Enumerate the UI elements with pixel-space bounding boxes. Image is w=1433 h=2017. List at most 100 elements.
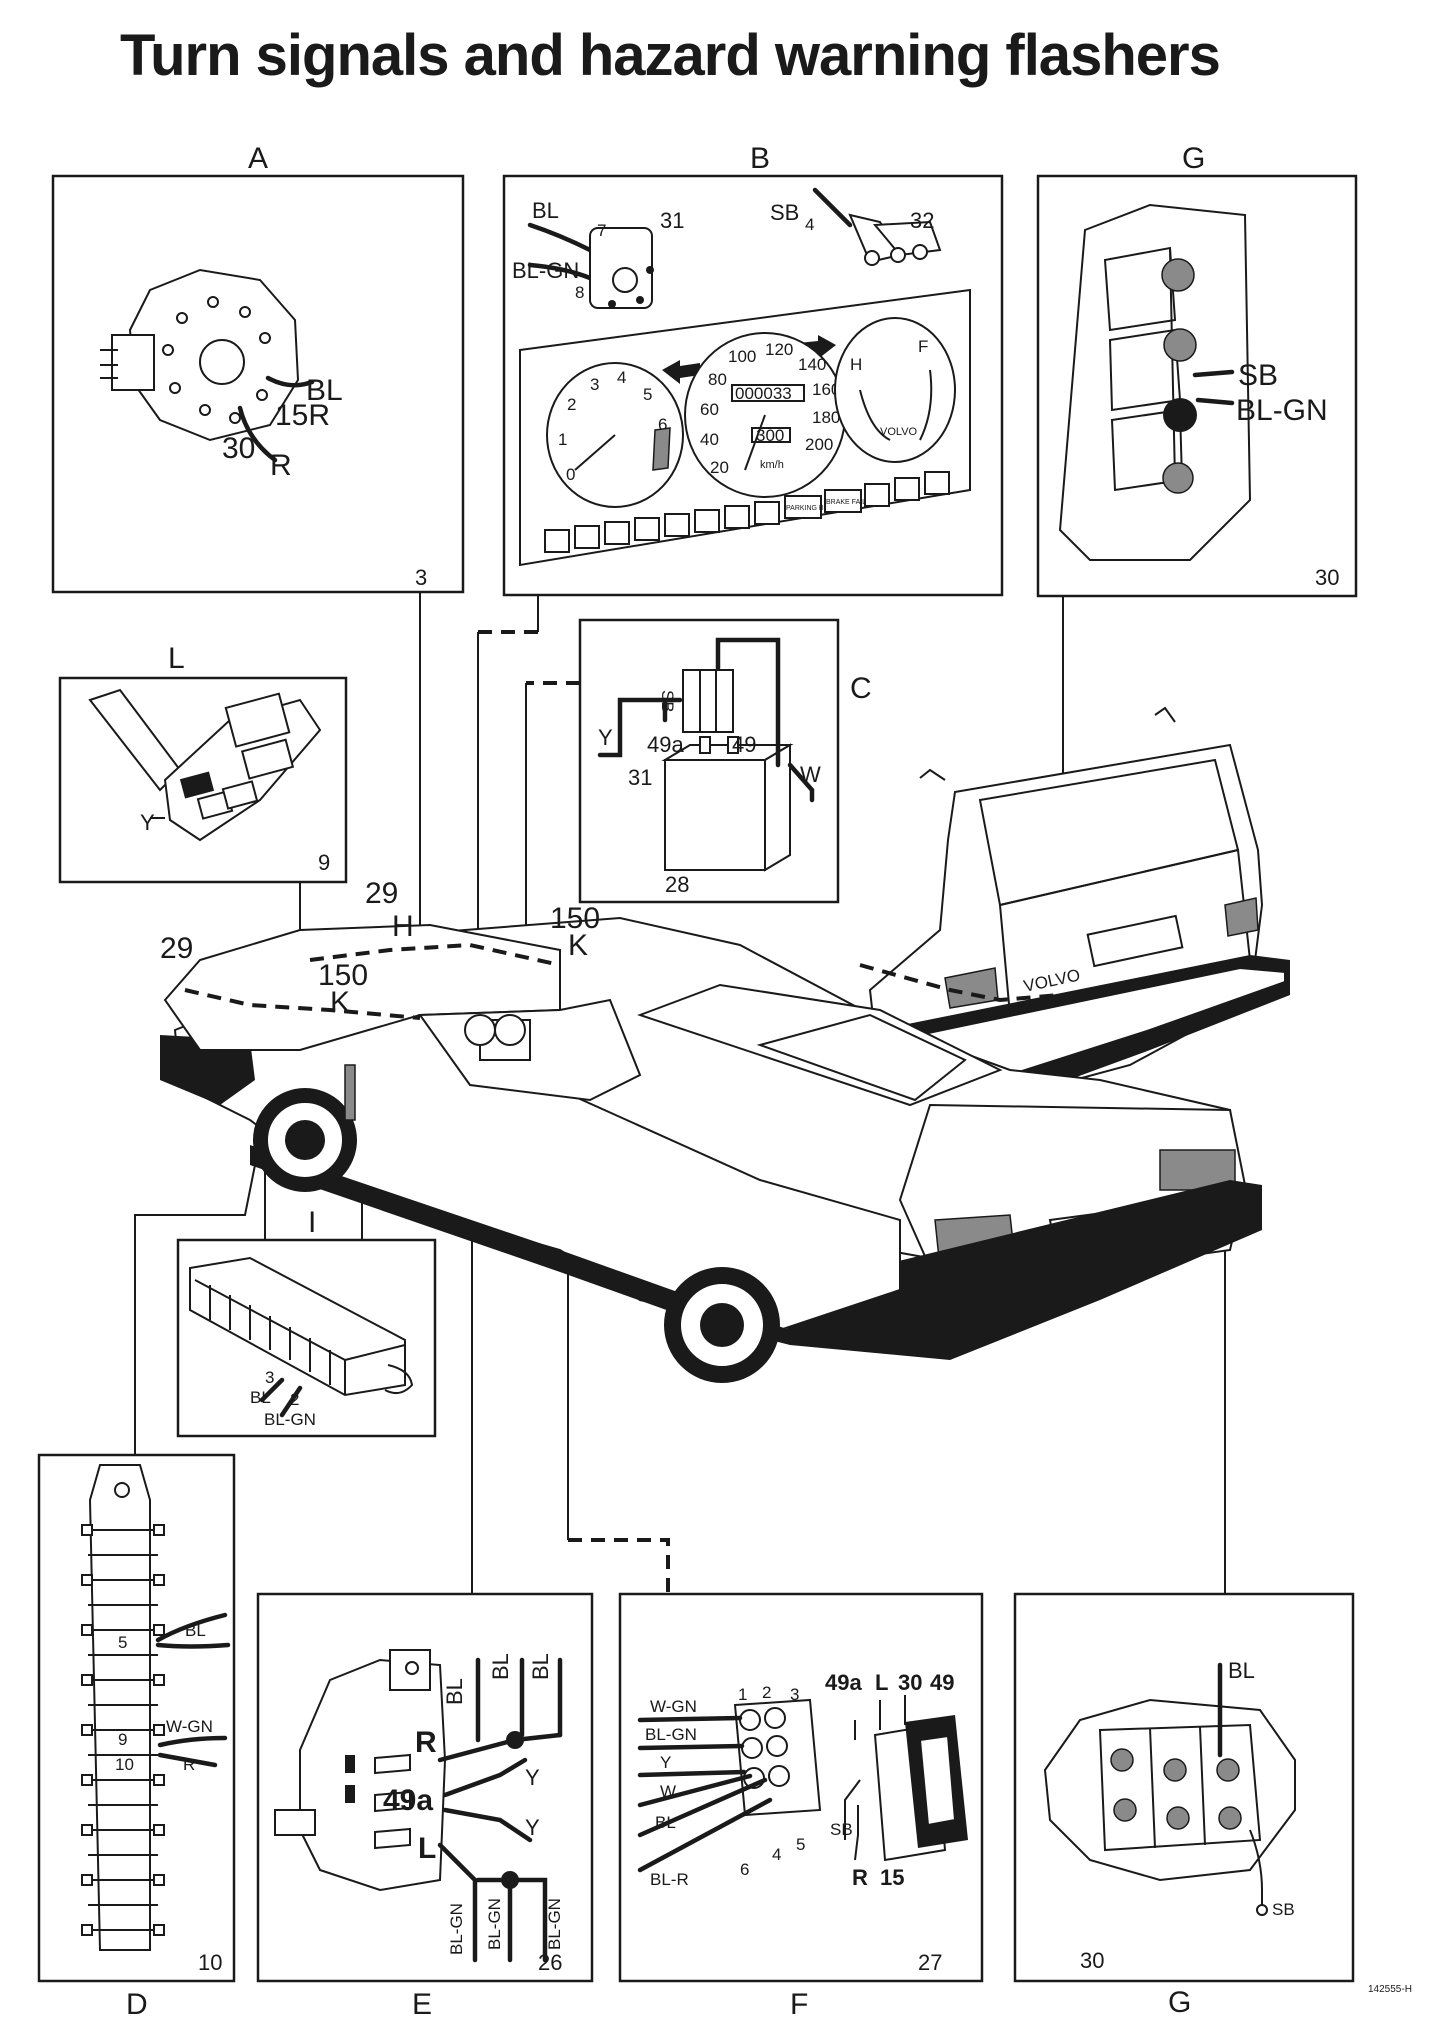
odometer: 000033 bbox=[735, 384, 792, 403]
wire-bl: BL bbox=[185, 1621, 206, 1640]
panel-f-letter: F bbox=[790, 1988, 808, 2017]
terminal-30: 30 bbox=[222, 432, 255, 465]
terminal-r: R bbox=[852, 1865, 868, 1890]
panel-a: A BL 15R 30 R 3 bbox=[51, 142, 465, 594]
panel-e: R 49a L BL BL BL Y Y BL-GN BL-GN BL-GN 2… bbox=[256, 1592, 594, 2017]
tacho-2: 2 bbox=[567, 395, 576, 414]
wire-w-gn: W-GN bbox=[650, 1697, 697, 1716]
pin-9: 9 bbox=[118, 1730, 127, 1749]
wire-sb: SB bbox=[658, 690, 677, 713]
instrument-cluster-drawing: 0 1 2 3 4 5 6 7 000033 300 20 40 60 80 1… bbox=[519, 288, 971, 567]
panel-d-number: 10 bbox=[198, 1950, 222, 1975]
pin-3: 3 bbox=[265, 1368, 274, 1387]
speedo-140: 140 bbox=[798, 355, 826, 374]
gauge-brand: VOLVO bbox=[880, 426, 918, 438]
terminal-15: 15 bbox=[880, 1865, 904, 1890]
panel-l-letter: L bbox=[168, 642, 185, 675]
connector-32-drawing bbox=[812, 187, 942, 266]
wire-y-2: Y bbox=[525, 1815, 540, 1840]
wire-bl: BL bbox=[532, 198, 559, 223]
pin-10: 10 bbox=[115, 1755, 134, 1774]
car-illustration: VOLVO bbox=[160, 706, 1290, 1383]
panel-f-number: 27 bbox=[918, 1950, 942, 1975]
speedo-40: 40 bbox=[700, 430, 719, 449]
tacho-6: 6 bbox=[658, 415, 667, 434]
pin-7: 7 bbox=[597, 221, 606, 240]
wire-bl-gn: BL-GN bbox=[645, 1725, 697, 1744]
terminal-r: R bbox=[415, 1726, 437, 1759]
fuse-box-drawing bbox=[81, 1464, 231, 1951]
terminal-15r: 15R bbox=[275, 399, 330, 432]
terminal-49: 49 bbox=[930, 1670, 954, 1695]
panel-c-letter: C bbox=[850, 672, 872, 705]
panel-e-letter: E bbox=[412, 1988, 432, 2017]
speedo-100: 100 bbox=[728, 347, 756, 366]
wire-bl: BL bbox=[655, 1813, 676, 1832]
wire-bl-gn-1: BL-GN bbox=[447, 1903, 466, 1955]
connector-block-drawing bbox=[189, 1256, 414, 1418]
pin-49a: 49a bbox=[647, 732, 684, 757]
pin-31: 31 bbox=[628, 765, 652, 790]
gauge-f: F bbox=[918, 337, 928, 356]
wire-w: W bbox=[800, 762, 821, 787]
callout-k-left: K bbox=[330, 986, 350, 1019]
speedo-60: 60 bbox=[700, 400, 719, 419]
wire-r: R bbox=[183, 1755, 195, 1774]
callout-29-left: 29 bbox=[160, 932, 193, 965]
wire-y: Y bbox=[598, 725, 613, 750]
callout-150-top: 150 bbox=[550, 902, 600, 935]
wire-bl-3: BL bbox=[528, 1653, 553, 1680]
tacho-3: 3 bbox=[590, 375, 599, 394]
panel-l-number: 9 bbox=[318, 850, 330, 875]
panel-d-letter: D bbox=[126, 1988, 148, 2017]
terminal-49a: 49a bbox=[383, 1784, 433, 1817]
wire-bl-gn: BL-GN bbox=[264, 1410, 316, 1429]
pin-5: 5 bbox=[796, 1835, 805, 1854]
wire-bl-1: BL bbox=[442, 1678, 467, 1705]
pin-8: 8 bbox=[575, 283, 584, 302]
reference-code: 142555-H bbox=[1368, 1984, 1412, 1995]
wire-bl: BL bbox=[250, 1388, 271, 1407]
hazard-switch-connector-drawing bbox=[637, 1695, 968, 1873]
wire-sb: SB bbox=[830, 1820, 853, 1839]
wire-bl-gn-3: BL-GN bbox=[545, 1898, 564, 1950]
sedan-body: 29 29 H 150 K 150 K bbox=[160, 877, 1262, 1383]
wire-bl: BL bbox=[306, 374, 343, 407]
speedo-180: 180 bbox=[812, 408, 840, 427]
callout-29-top: 29 bbox=[365, 877, 398, 910]
panel-e-number: 26 bbox=[538, 1950, 562, 1975]
pin-49: 49 bbox=[732, 732, 756, 757]
pin-2: 2 bbox=[290, 1390, 299, 1409]
flasher-relay-drawing bbox=[597, 637, 815, 872]
callout-h: H bbox=[392, 910, 414, 943]
terminal-49a: 49a bbox=[825, 1670, 862, 1695]
rear-light-cluster-drawing bbox=[1058, 203, 1252, 561]
tacho-1: 1 bbox=[558, 430, 567, 449]
panel-a-letter: A bbox=[248, 142, 268, 175]
callout-150-left: 150 bbox=[318, 959, 368, 992]
tacho-4: 4 bbox=[617, 368, 626, 387]
panel-g-bottom-letter: G bbox=[1168, 1986, 1191, 2017]
speedo-160: 160 bbox=[812, 380, 840, 399]
wire-y: Y bbox=[140, 810, 155, 835]
tacho-5: 5 bbox=[643, 385, 652, 404]
hazard-switch-drawing bbox=[88, 688, 322, 842]
wire-bl-gn-2: BL-GN bbox=[485, 1898, 504, 1950]
pin-6: 6 bbox=[740, 1860, 749, 1879]
pin-2: 2 bbox=[762, 1683, 771, 1702]
pin-3: 3 bbox=[790, 1685, 799, 1704]
wire-sb: SB bbox=[770, 200, 799, 225]
warning-parking-brake: PARKING BRAKE bbox=[786, 505, 843, 512]
wire-bl-gn: BL-GN bbox=[1236, 394, 1328, 427]
warning-brake-failure: BRAKE FAILURE bbox=[826, 499, 881, 506]
panel-b-letter: B bbox=[750, 142, 770, 175]
pin-4: 4 bbox=[772, 1845, 781, 1864]
callout-k-top: K bbox=[568, 929, 588, 962]
panel-i: I 3 BL 2 BL-GN bbox=[176, 1206, 437, 1438]
wire-y: Y bbox=[660, 1753, 671, 1772]
ignition-switch-drawing bbox=[100, 268, 315, 463]
wire-w: W bbox=[660, 1782, 676, 1801]
panel-g-top-number: 30 bbox=[1315, 565, 1339, 590]
wire-bl-2: BL bbox=[488, 1653, 513, 1680]
